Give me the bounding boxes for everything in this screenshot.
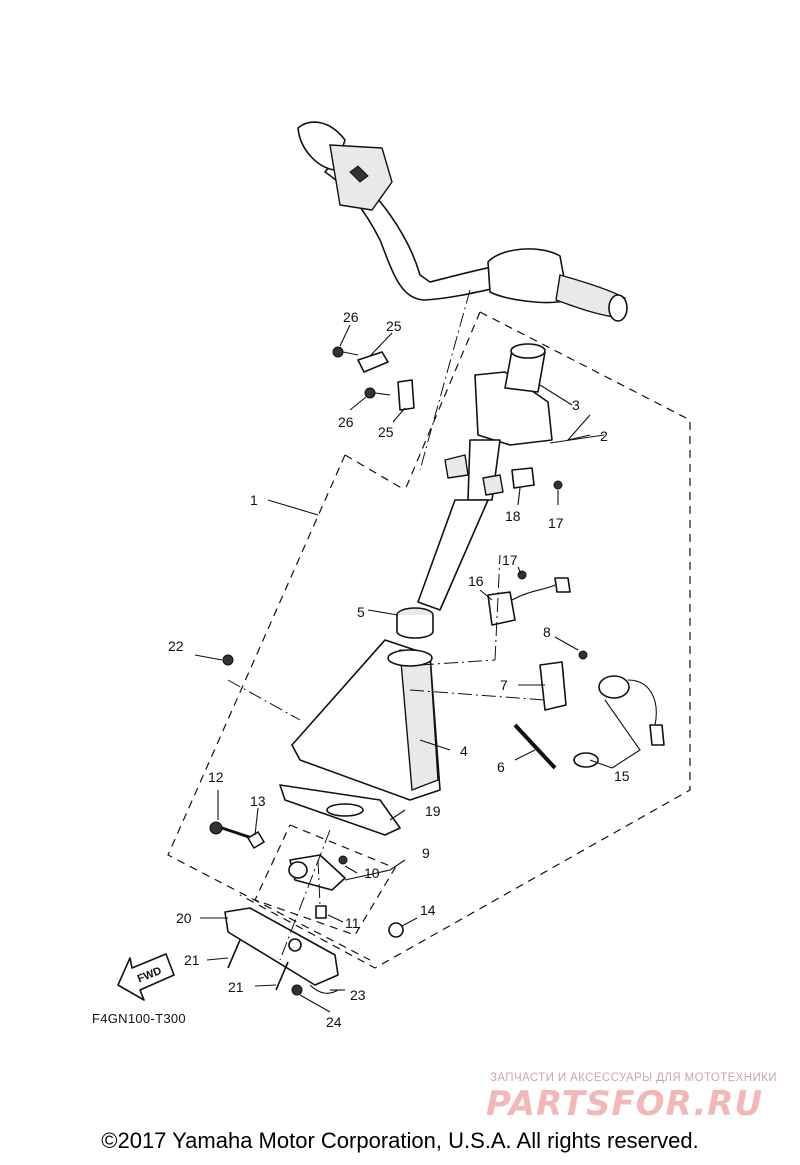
screw-17-upper — [553, 480, 563, 490]
collar-11 — [315, 905, 327, 919]
nut-14 — [388, 922, 404, 938]
bolt-26-lower — [364, 387, 391, 399]
bearing-5 — [396, 607, 434, 639]
steering-arm-9 — [288, 854, 346, 891]
bolt-26-upper — [332, 346, 359, 358]
callout-25-lower: 25 — [378, 424, 394, 440]
watermark-logo: PARTSFOR.RU — [486, 1084, 764, 1124]
screw-8 — [578, 650, 588, 660]
watermark-tagline: ЗАПЧАСТИ И АКСЕССУАРЫ ДЛЯ МОТОТЕХНИКИ — [490, 1072, 777, 1084]
bolt-12 — [209, 821, 253, 840]
callout-21-right: 21 — [228, 979, 244, 995]
bolt-10 — [338, 855, 348, 865]
assembly-outline-9 — [254, 824, 396, 936]
bolt-22 — [222, 654, 234, 666]
callout-23: 23 — [350, 987, 366, 1003]
callout-26-upper: 26 — [343, 309, 359, 325]
rivet-21-right — [275, 961, 289, 991]
callout-4: 4 — [460, 743, 468, 759]
callout-3: 3 — [572, 397, 580, 413]
column-cap — [504, 343, 546, 393]
callout-21-left: 21 — [184, 952, 200, 968]
handlebar — [297, 121, 628, 322]
callout-14: 14 — [420, 902, 436, 918]
callout-18: 18 — [505, 508, 521, 524]
sensor-15 — [573, 675, 665, 768]
plate-25-upper — [357, 351, 389, 373]
cable-tie-6 — [513, 723, 557, 770]
callout-20: 20 — [176, 910, 192, 926]
plate-25-lower — [397, 379, 415, 411]
gasket-19 — [279, 784, 401, 836]
centerlines — [227, 289, 546, 961]
fwd-arrow-icon: FWD — [117, 953, 175, 1001]
callout-7: 7 — [500, 677, 508, 693]
callout-6: 6 — [497, 759, 505, 775]
callout-22: 22 — [168, 638, 184, 654]
callout-16: 16 — [468, 573, 484, 589]
callout-15: 15 — [614, 768, 630, 784]
assembly-outline-1 — [167, 454, 406, 961]
steering-housing-4 — [291, 639, 441, 801]
callout-26-lower: 26 — [338, 414, 354, 430]
retainer-13 — [247, 831, 265, 849]
plate-20 — [224, 907, 339, 986]
copyright-notice: ©2017 Yamaha Motor Corporation, U.S.A. A… — [101, 1128, 699, 1153]
leader-lines — [194, 324, 641, 1013]
callout-17-upper: 17 — [548, 515, 564, 531]
screw-17-lower — [517, 570, 527, 580]
holder-7 — [539, 661, 567, 711]
steering-column — [417, 371, 553, 611]
callout-labels: 1 2 3 4 5 6 7 8 9 10 11 12 13 14 15 16 1… — [168, 309, 630, 1030]
assembly-outline-2 — [239, 311, 691, 969]
diagram-code: F4GN100-T300 — [92, 1011, 186, 1026]
clamp-18 — [511, 467, 535, 489]
callout-25-upper: 25 — [386, 318, 402, 334]
callout-10: 10 — [364, 865, 380, 881]
callout-9: 9 — [422, 845, 430, 861]
callout-8: 8 — [543, 624, 551, 640]
bolt-24 — [291, 984, 303, 996]
callout-19: 19 — [425, 803, 441, 819]
switch-16 — [487, 577, 571, 626]
callout-12: 12 — [208, 769, 224, 785]
callout-5: 5 — [357, 604, 365, 620]
callout-11: 11 — [345, 915, 360, 931]
callout-13: 13 — [250, 793, 266, 809]
callout-24: 24 — [326, 1014, 342, 1030]
callout-2: 2 — [600, 428, 608, 444]
rivet-21-left — [227, 939, 241, 969]
clamp-23 — [309, 984, 339, 994]
callout-17-lower: 17 — [502, 552, 518, 568]
callout-1: 1 — [250, 492, 258, 508]
